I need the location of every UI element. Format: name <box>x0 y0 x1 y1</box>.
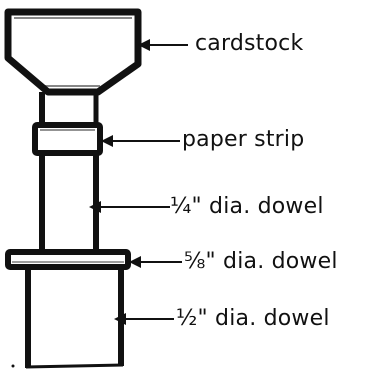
quarter-inch-dowel-lower <box>39 153 99 252</box>
cardstock-funnel <box>4 8 142 96</box>
leader-arrow-five-eighths-dowel <box>129 256 182 268</box>
ink-speck <box>11 364 15 368</box>
quarter-inch-dowel-upper <box>39 92 99 125</box>
leader-arrow-paper-strip <box>101 135 180 147</box>
leader-arrow-half-dowel <box>114 313 174 325</box>
half-inch-dowel-block <box>25 267 124 369</box>
label-five-eighths-inch-dowel: ⅝" dia. dowel <box>184 249 338 274</box>
label-half-inch-dowel: ½" dia. dowel <box>176 306 330 331</box>
label-quarter-inch-dowel: ¼" dia. dowel <box>170 194 324 219</box>
paper-strip-band <box>32 122 103 156</box>
leader-arrow-cardstock <box>138 39 188 51</box>
leader-arrow-quarter-dowel <box>89 201 170 213</box>
five-eighths-inch-dowel-disc <box>5 249 131 270</box>
label-paper-strip: paper strip <box>182 127 305 152</box>
label-cardstock: cardstock <box>195 31 304 56</box>
